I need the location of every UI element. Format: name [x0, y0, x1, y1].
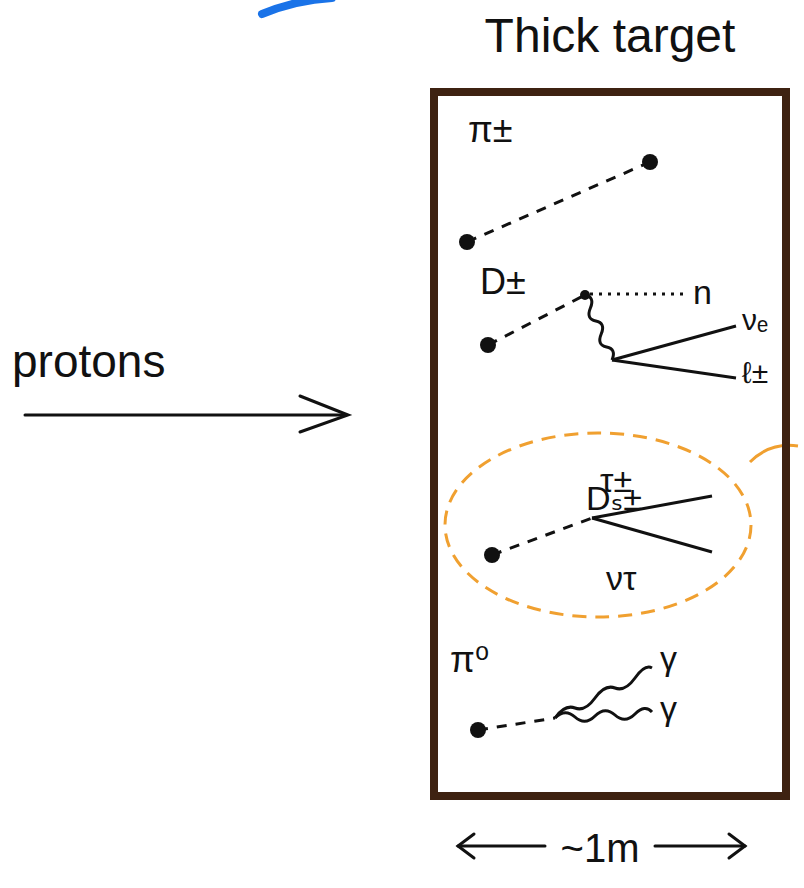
- particle-label: ντ: [606, 560, 636, 597]
- target-box: Thick targetDₛ±τ±ντ: [430, 88, 790, 800]
- particle-label: γ: [660, 690, 677, 727]
- pion-track: [459, 154, 658, 250]
- dimension-label: ~1m: [561, 826, 640, 870]
- beam-label: protons: [12, 336, 165, 387]
- particle-label: D±: [480, 262, 526, 302]
- particle-label: γ: [660, 640, 677, 677]
- particle-label: π⁰: [450, 640, 489, 680]
- beam-arrow: [25, 396, 348, 432]
- particle-label: νₑ: [742, 303, 768, 336]
- callout-ellipse: Dₛ±τ±ντ: [442, 430, 754, 620]
- particle-label: τ±: [600, 462, 632, 499]
- particle-label: n: [693, 274, 712, 311]
- particle-label: π±: [468, 110, 513, 150]
- neutral-pion-decay: [470, 667, 652, 738]
- callout-tail: [750, 445, 798, 462]
- particle-label: ℓ±: [742, 356, 768, 389]
- pen-stroke: [262, 0, 332, 14]
- ellipse-outline: [442, 430, 754, 620]
- target-heading: Thick target: [485, 10, 736, 63]
